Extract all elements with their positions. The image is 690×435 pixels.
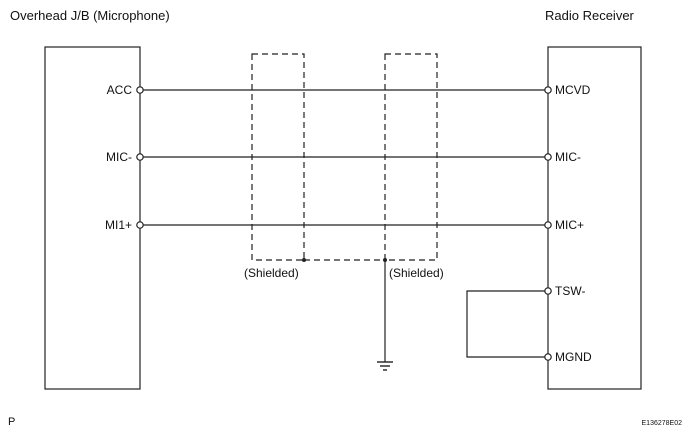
shield-label-left: (Shielded): [244, 266, 299, 280]
shield-label-right: (Shielded): [389, 266, 444, 280]
right-connector-box: [547, 46, 642, 390]
right-block-title: Radio Receiver: [545, 8, 635, 23]
left-block-title: Overhead J/B (Microphone): [10, 8, 170, 23]
terminal-left-mi1-plus: [136, 221, 144, 229]
terminal-left-mic-minus: [136, 153, 144, 161]
pin-label-right-mcvd: MCVD: [555, 83, 591, 97]
terminal-right-mic-minus: [544, 153, 552, 161]
pin-label-right-tsw-minus: TSW-: [555, 284, 585, 298]
figure-id: E136278E02: [642, 420, 683, 427]
terminal-left-acc: [136, 86, 144, 94]
pin-label-right-mgnd: MGND: [555, 350, 592, 364]
ground-icon: [377, 361, 393, 371]
pin-label-right-mic-plus: MIC+: [555, 218, 584, 232]
pin-label-left-mi1-plus: MI1+: [105, 218, 132, 232]
wire-tsw-mgnd-jumper: [466, 290, 548, 358]
corner-letter: P: [8, 416, 15, 428]
pin-label-left-acc: ACC: [107, 83, 133, 97]
pin-label-right-mic-minus: MIC-: [555, 150, 581, 164]
terminal-right-tsw-minus: [544, 287, 552, 295]
terminal-right-mcvd: [544, 86, 552, 94]
shield-junction-left: [302, 258, 306, 262]
terminal-right-mic-plus: [544, 221, 552, 229]
terminal-right-mgnd: [544, 353, 552, 361]
left-connector-box: [44, 46, 141, 390]
pin-label-left-mic-minus: MIC-: [106, 150, 132, 164]
